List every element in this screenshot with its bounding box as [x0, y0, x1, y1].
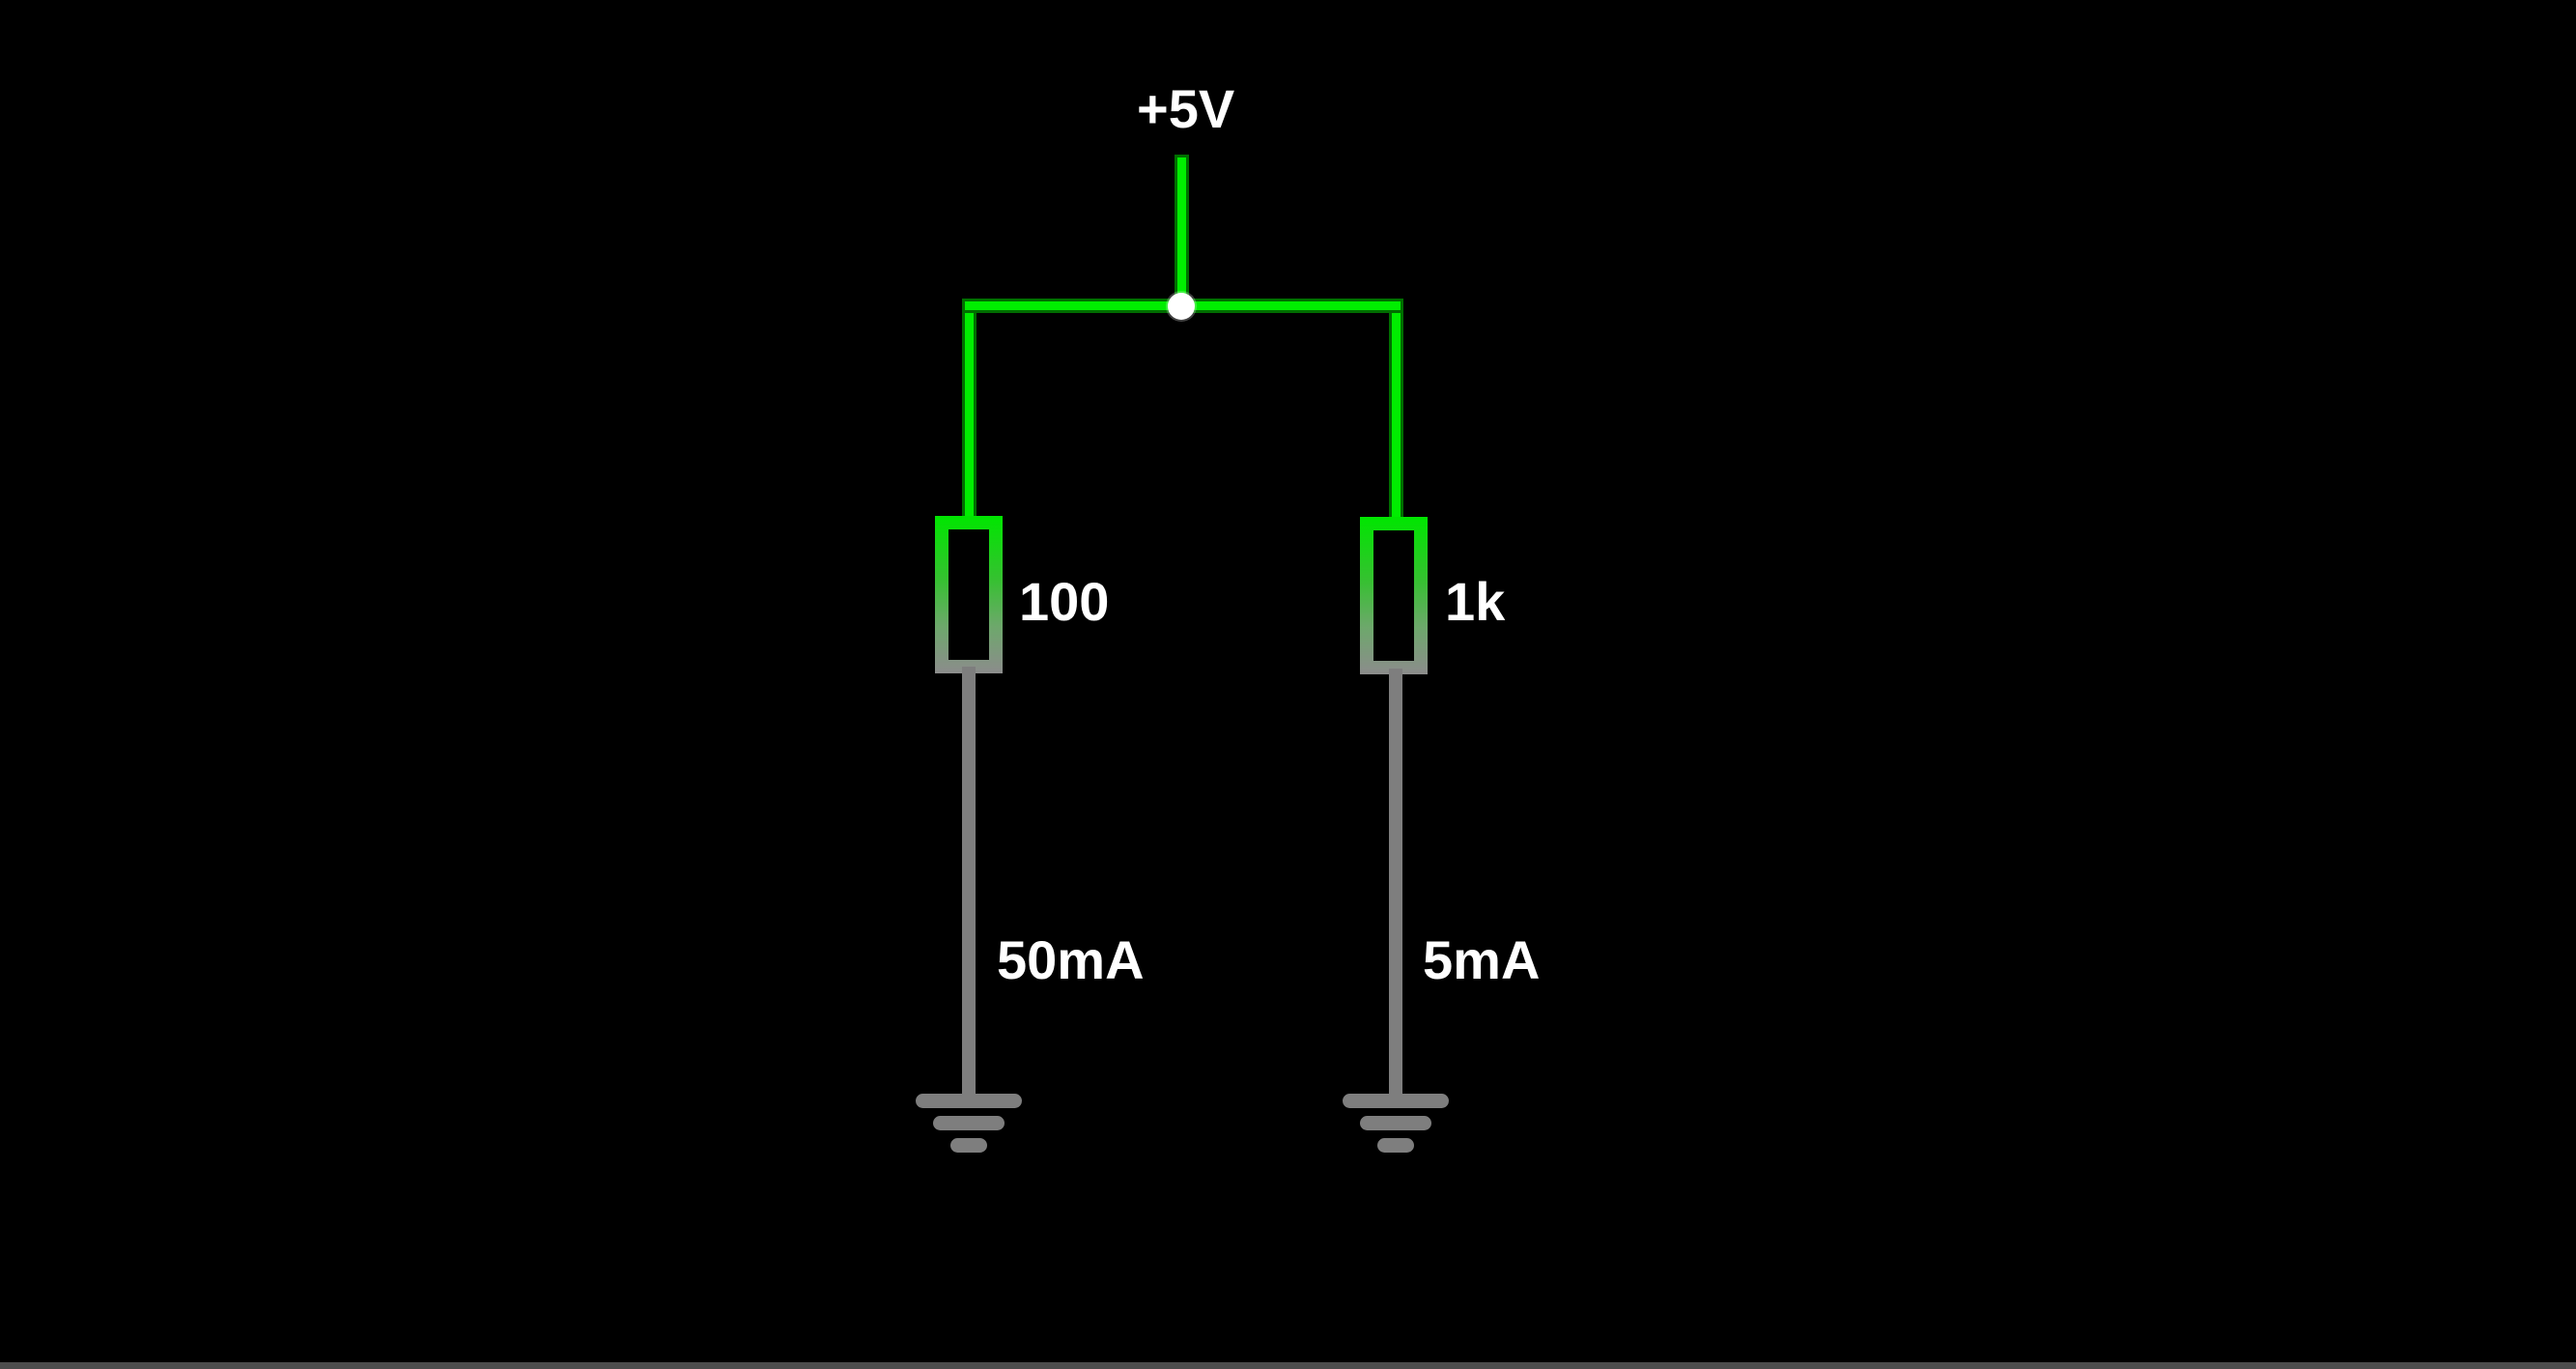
resistor-left-body[interactable] — [935, 516, 1003, 673]
ground-bar-bottom — [1377, 1138, 1414, 1153]
junction-node-dot[interactable] — [1168, 293, 1195, 320]
resistor-right-value-label: 1k — [1445, 571, 1506, 632]
window-bottom-edge — [0, 1362, 2576, 1369]
ground-bar-middle — [933, 1116, 1005, 1130]
wire-branch-left[interactable] — [962, 299, 977, 530]
ground-bar-top — [1343, 1094, 1449, 1108]
current-label-right: 5mA — [1423, 929, 1541, 990]
wire-ground-right[interactable] — [1389, 669, 1402, 1101]
ground-bar-top — [916, 1094, 1022, 1108]
resistor-right-inner — [1373, 530, 1414, 661]
voltage-source-label: +5V — [1137, 78, 1235, 139]
current-label-left: 50mA — [997, 929, 1145, 990]
wire-supply-riser[interactable] — [1175, 155, 1189, 309]
wire-ground-left[interactable] — [962, 667, 976, 1101]
ground-bar-bottom — [950, 1138, 987, 1153]
resistor-right-body[interactable] — [1360, 517, 1428, 674]
resistor-left-inner — [948, 529, 989, 660]
resistor-left-value-label: 100 — [1019, 571, 1110, 632]
ground-bar-middle — [1360, 1116, 1431, 1130]
wire-branch-right[interactable] — [1389, 299, 1403, 530]
